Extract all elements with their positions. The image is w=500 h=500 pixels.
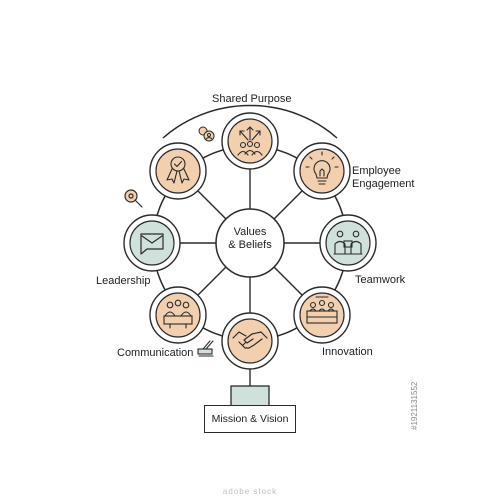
node-innovation xyxy=(293,286,351,344)
center-label: Values & Beliefs xyxy=(228,226,272,251)
mission-connector xyxy=(230,385,270,407)
growth-arrows-team-icon xyxy=(237,126,263,156)
stock-image-id: #1921131552 xyxy=(410,381,419,430)
node-employee-engagement xyxy=(293,142,351,200)
award-ribbon-icon xyxy=(166,156,190,184)
spoke-bottom-right xyxy=(270,263,307,300)
mission-vision-box: Mission & Vision xyxy=(204,405,296,433)
spoke-bottom-left xyxy=(193,263,230,300)
center-circle xyxy=(215,208,285,278)
innovation-lab-icon xyxy=(306,296,338,324)
node-bottom xyxy=(221,312,279,370)
watermark-brand: adobe stock xyxy=(222,487,278,496)
lightbulb-icon xyxy=(305,151,339,185)
label-communication: Communication xyxy=(117,347,194,359)
label-employee-engagement: Employee Engagement xyxy=(352,165,415,190)
node-teamwork xyxy=(319,214,377,272)
magnifier-search-icon xyxy=(124,189,143,208)
node-shared-purpose xyxy=(221,112,279,170)
label-leadership: Leadership xyxy=(96,275,151,287)
node-upper-left xyxy=(149,142,207,200)
label-teamwork: Teamwork xyxy=(355,274,406,286)
node-communication xyxy=(149,286,207,344)
node-leadership xyxy=(123,214,181,272)
mission-vision-label: Mission & Vision xyxy=(211,413,289,425)
handshake-icon xyxy=(232,331,268,349)
team-conversation-icon xyxy=(163,299,193,329)
label-innovation: Innovation xyxy=(322,346,373,358)
chat-message-icon xyxy=(140,233,164,255)
ballot-vote-icon xyxy=(197,340,214,357)
shared-purpose-arc xyxy=(162,104,338,139)
people-badge-icon xyxy=(198,126,215,142)
team-meeting-icon xyxy=(333,230,363,255)
spoke-top-right xyxy=(270,186,307,223)
label-shared-purpose: Shared Purpose xyxy=(212,93,292,105)
spoke-top-left xyxy=(193,186,230,223)
